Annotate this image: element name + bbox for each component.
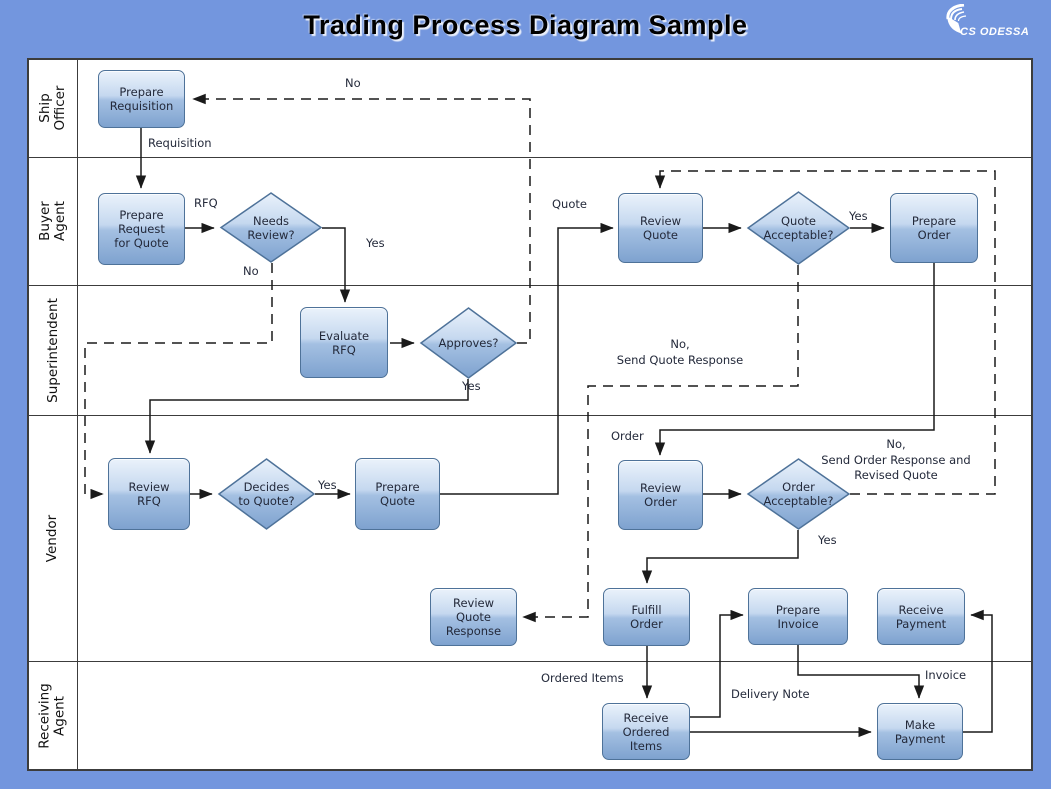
lane-border	[27, 415, 1033, 416]
node-fulfill-order: Fulfill Order	[603, 588, 690, 646]
node-review-quote-response: Review Quote Response	[430, 588, 517, 646]
edge-label-decides-yes: Yes	[318, 478, 337, 492]
edge-label-approves-yes: Yes	[462, 379, 481, 393]
edge-label-no-to-requisition: No	[345, 76, 361, 90]
node-make-payment: Make Payment	[877, 703, 963, 760]
decision-needs-review: Needs Review?	[220, 192, 322, 263]
page-title: Trading Process Diagram Sample	[303, 10, 748, 40]
edge-label-order-acceptable-yes: Yes	[818, 533, 837, 547]
node-receive-ordered-items: Receive Ordered Items	[602, 703, 690, 760]
lane-border	[27, 661, 1033, 662]
node-review-quote: Review Quote	[618, 193, 703, 263]
edge-label-invoice: Invoice	[925, 668, 967, 682]
decision-quote-acceptable: Quote Acceptable?	[747, 191, 850, 265]
node-review-rfq: Review RFQ	[108, 458, 190, 530]
edge-label-quote-acceptable-yes: Yes	[849, 209, 868, 223]
lane-label-divider	[77, 58, 78, 771]
edge-label-quote: Quote	[552, 197, 587, 211]
lane-border	[27, 157, 1033, 158]
node-review-order: Review Order	[618, 460, 703, 530]
node-prepare-order: Prepare Order	[890, 193, 978, 263]
logo-text: CS ODESSA	[960, 26, 1030, 38]
edge-label-no-send-order-response: No, Send Order Response and Revised Quot…	[821, 437, 971, 482]
edge-label-delivery-note: Delivery Note	[731, 687, 810, 701]
edge-label-order: Order	[611, 429, 644, 443]
decision-approves: Approves?	[420, 307, 517, 379]
edge-label-requisition: Requisition	[148, 136, 212, 150]
logo-swirl-icon	[946, 3, 967, 34]
node-evaluate-rfq: Evaluate RFQ	[300, 307, 388, 378]
decision-decides-to-quote: Decides to Quote?	[218, 458, 315, 530]
node-prepare-invoice: Prepare Invoice	[748, 588, 848, 645]
cs-odessa-logo: CS ODESSA	[942, 3, 1046, 46]
edge-label-rfq: RFQ	[194, 196, 218, 210]
node-prepare-request-for-quote: Prepare Request for Quote	[98, 193, 185, 265]
edge-label-no-send-quote-response: No, Send Quote Response	[616, 337, 744, 367]
node-prepare-quote: Prepare Quote	[355, 458, 440, 530]
node-receive-payment: Receive Payment	[877, 588, 965, 645]
edge-label-needs-review-yes: Yes	[366, 236, 385, 250]
decision-order-acceptable: Order Acceptable?	[747, 458, 850, 530]
edge-label-ordered-items: Ordered Items	[541, 671, 624, 685]
node-prepare-requisition: Prepare Requisition	[98, 70, 185, 128]
edge-label-needs-review-no: No	[243, 264, 259, 278]
